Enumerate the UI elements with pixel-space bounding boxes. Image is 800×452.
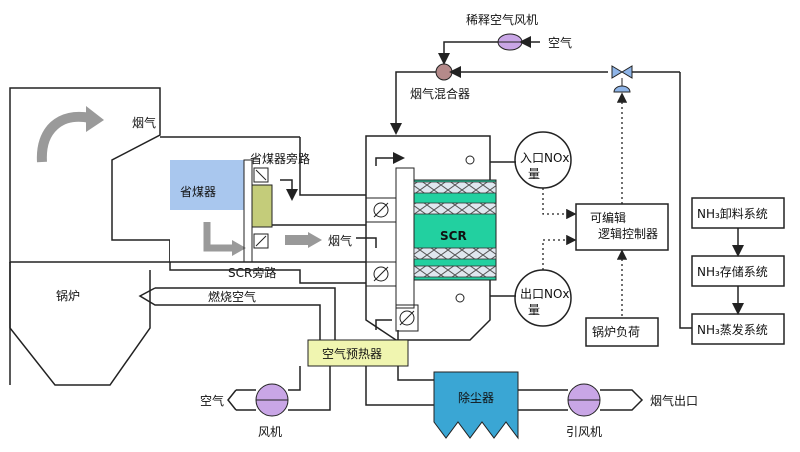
- economizer-label: 省煤器: [180, 185, 216, 199]
- dust-collector-label: 除尘器: [458, 390, 494, 405]
- dilution-fan-label: 稀释空气风机: [466, 12, 538, 27]
- plc-label: 可编辑逻辑控制器: [590, 210, 658, 241]
- flue-gas-label-top: 烟气: [132, 115, 156, 130]
- forced-draft-fan: 空气 风机: [200, 383, 289, 439]
- boiler-label: 锅炉: [56, 288, 80, 303]
- flue-mixer: [435, 63, 453, 81]
- nh3-unload-label: NH₃卸料系统: [697, 206, 768, 221]
- flue-gas-label-mid: 烟气: [328, 233, 352, 248]
- induced-draft-fan: 引风机: [566, 383, 644, 439]
- boiler-load-box: [585, 317, 659, 347]
- scr-bypass-label: SCR旁路: [228, 265, 276, 280]
- nh3-storage-label: NH₃存储系统: [697, 264, 768, 279]
- nh3-evap-system: NH₃蒸发系统: [691, 313, 785, 345]
- boiler-load-label: 锅炉负荷: [592, 324, 640, 339]
- air-label-bottom: 空气: [200, 393, 224, 408]
- economizer-bypass-damper: [251, 184, 273, 228]
- nh3-unload-system: NH₃卸料系统: [691, 197, 785, 229]
- scr-reactor-housing: [356, 135, 491, 341]
- dust-collector: 除尘器: [433, 371, 519, 440]
- flue-mixer-label: 烟气混合器: [410, 86, 470, 101]
- dilution-fan: 稀释空气风机: [466, 12, 538, 51]
- air-preheater: 空气预热器: [307, 339, 409, 367]
- air-preheater-label: 空气预热器: [322, 346, 382, 361]
- scr-label: SCR: [440, 229, 467, 243]
- economizer: [170, 160, 244, 210]
- fan-label: 风机: [258, 425, 282, 439]
- boiler: 锅炉: [9, 87, 171, 386]
- economizer-bypass-label: 省煤器旁路: [250, 151, 310, 166]
- scr-catalyst: SCR: [395, 167, 497, 309]
- induced-fan-label: 引风机: [566, 425, 602, 439]
- economizer-arrow: [203, 222, 235, 252]
- combustion-air-label: 燃烧空气: [208, 289, 256, 304]
- nh3-evap-label: NH₃蒸发系统: [697, 322, 768, 337]
- plc-controller: 可编辑逻辑控制器: [575, 203, 669, 251]
- flue-outlet-label: 烟气出口: [650, 393, 698, 408]
- air-label-top: 空气: [548, 35, 572, 50]
- nh3-storage-system: NH₃存储系统: [691, 255, 785, 287]
- ammonia-control-valve: [611, 65, 633, 93]
